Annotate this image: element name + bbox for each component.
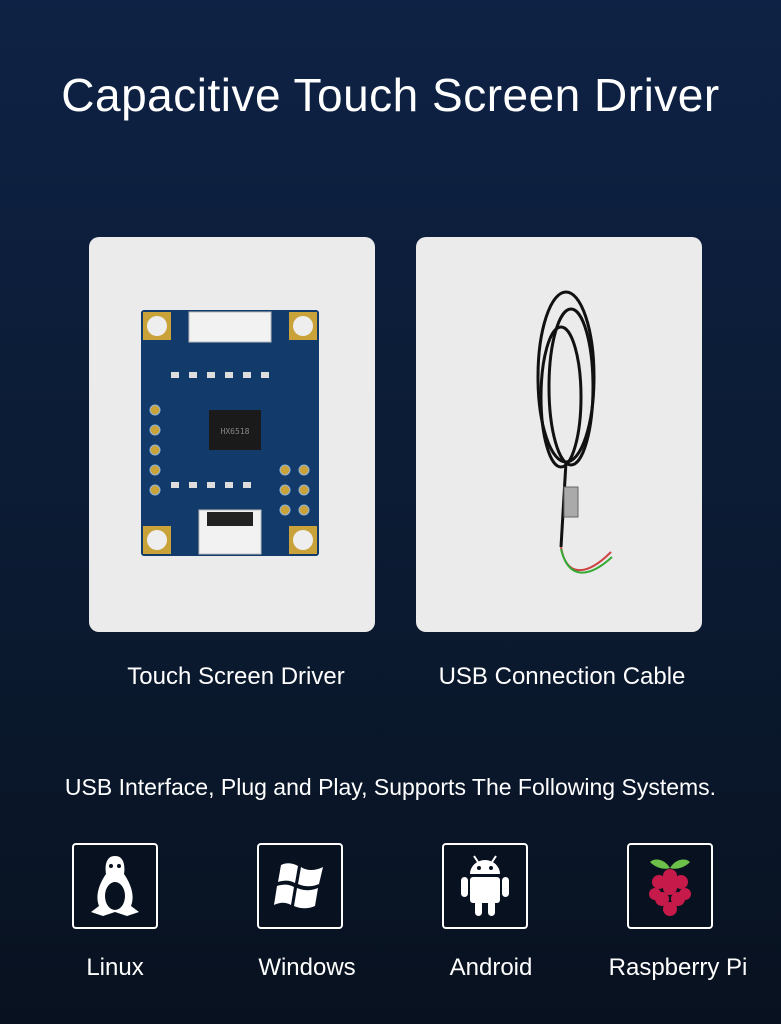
windows-label: Windows xyxy=(258,954,356,981)
chip-label: HX6518 xyxy=(221,427,250,436)
usb-cable-image xyxy=(536,290,613,574)
windows-icon xyxy=(274,863,323,909)
android-icon xyxy=(461,855,509,916)
linux-label: Linux xyxy=(86,954,144,981)
raspberry-pi-icon xyxy=(649,859,691,916)
linux-icon-box xyxy=(72,843,158,929)
systems-subtitle: USB Interface, Plug and Play, Supports T… xyxy=(64,774,717,800)
usb-cable-label: USB Connection Cable xyxy=(438,663,686,690)
raspberry-pi-label: Raspberry Pi xyxy=(608,954,748,981)
linux-tux-icon xyxy=(91,856,139,916)
touch-driver-label: Touch Screen Driver xyxy=(127,663,345,690)
raspberry-pi-icon-box xyxy=(627,843,713,929)
android-label: Android xyxy=(449,954,533,981)
touch-driver-card: HX6518 xyxy=(89,237,375,632)
windows-icon-box xyxy=(257,843,343,929)
touch-driver-board-image: HX6518 xyxy=(141,310,319,556)
page-title: Capacitive Touch Screen Driver xyxy=(61,69,720,121)
android-icon-box xyxy=(442,843,528,929)
usb-cable-card xyxy=(416,237,702,632)
